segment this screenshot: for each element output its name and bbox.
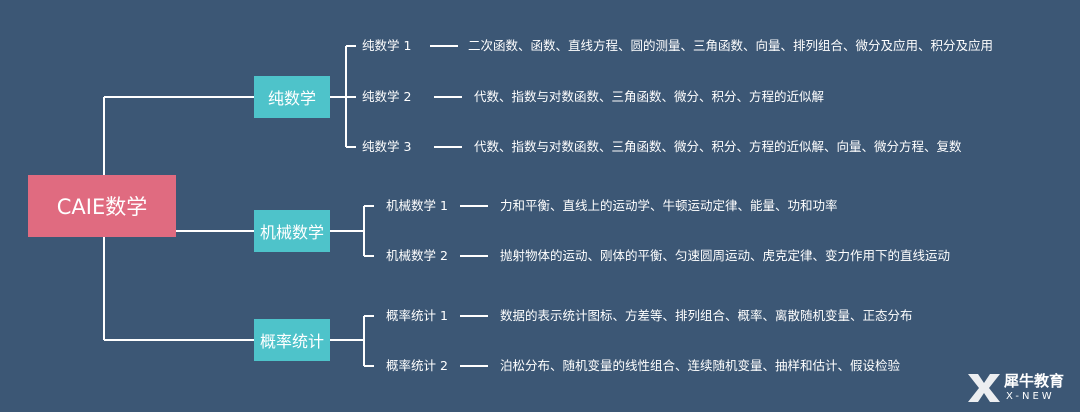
leaf-desc-stat-1: 数据的表示统计图标、方差等、排列组合、概率、离散随机变量、正态分布: [500, 308, 913, 323]
leaf-label-mech-2: 机械数学 2: [386, 248, 448, 263]
leaf-desc-stat-2: 泊松分布、随机变量的线性组合、连续随机变量、抽样和估计、假设检验: [500, 358, 901, 373]
leaf-label-pure-3: 纯数学 3: [362, 139, 412, 154]
branch-node-mechanics: 机械数学: [254, 210, 330, 252]
watermark-sub: X-NEW: [1006, 391, 1055, 402]
branch-node-statistics: 概率统计: [254, 319, 330, 361]
leaf-label-mech-1: 机械数学 1: [386, 198, 448, 213]
leaf-label-pure-2: 纯数学 2: [362, 89, 412, 104]
root-node: CAIE数学: [28, 175, 176, 237]
leaf-label-pure-1: 纯数学 1: [362, 38, 412, 53]
leaf-label-stat-1: 概率统计 1: [386, 308, 448, 323]
branch-node-pure-math: 纯数学: [254, 76, 330, 118]
leaf-desc-mech-2: 抛射物体的运动、刚体的平衡、匀速圆周运动、虎克定律、变力作用下的直线运动: [500, 248, 951, 263]
watermark-logo: 犀牛教育 X-NEW: [962, 364, 1080, 412]
leaf-desc-pure-2: 代数、指数与对数函数、三角函数、微分、积分、方程的近似解: [474, 89, 825, 104]
leaf-desc-mech-1: 力和平衡、直线上的运动学、牛顿运动定律、能量、功和功率: [500, 198, 838, 213]
leaf-desc-pure-1: 二次函数、函数、直线方程、圆的测量、三角函数、向量、排列组合、微分及应用、积分及…: [468, 38, 994, 53]
leaf-desc-pure-3: 代数、指数与对数函数、三角函数、微分、积分、方程的近似解、向量、微分方程、复数: [474, 139, 962, 154]
leaf-label-stat-2: 概率统计 2: [386, 358, 448, 373]
watermark-name: 犀牛教育: [1004, 372, 1065, 390]
x-logo-icon: [968, 374, 1000, 402]
